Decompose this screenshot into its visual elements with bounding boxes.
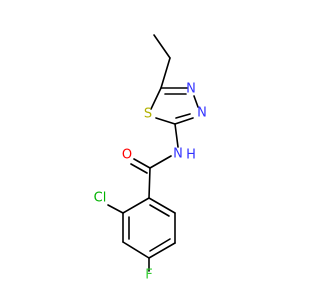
atom-nitrogen-amide: N xyxy=(173,147,183,162)
bond-ethyl-ch3-ch2 xyxy=(153,34,171,59)
bond-ring-cl xyxy=(107,204,124,214)
bond-n3-c2 xyxy=(174,117,194,125)
atom-chlorine: Cl xyxy=(94,191,107,206)
atom-oxygen: O xyxy=(122,148,132,163)
atom-nitrogen-4: N xyxy=(186,82,196,97)
bond-carbonyl-o xyxy=(133,158,151,169)
bond-carbonyl-ring xyxy=(148,167,151,199)
bond-n4-n3 xyxy=(193,95,199,108)
bond-c2-nh xyxy=(174,123,179,148)
bond-s-c2 xyxy=(155,117,176,125)
atom-fluorine: F xyxy=(145,268,152,283)
bond-ethyl-ch2-c5 xyxy=(160,57,171,89)
bond-ring-c4-c5-double xyxy=(149,238,171,252)
bond-ring-c6-c1-double xyxy=(149,204,170,217)
atom-nitrogen-3: N xyxy=(197,106,207,121)
bond-n3-c2-double xyxy=(175,113,191,119)
bond-ring-c1-c2 xyxy=(122,197,150,214)
atom-hydrogen-amide: H xyxy=(186,148,196,163)
bond-nh-carbonyl xyxy=(149,155,172,169)
bond-ring-c3-c4 xyxy=(122,241,150,259)
atom-sulfur: S xyxy=(144,107,152,122)
molecule-structure: S N N N H O Cl F xyxy=(94,34,207,283)
bond-ring-c4-c5 xyxy=(148,242,176,259)
bond-c5-s xyxy=(150,87,162,110)
bond-carbonyl-o-double xyxy=(130,163,148,174)
bond-ring-c6-c1 xyxy=(148,197,176,214)
